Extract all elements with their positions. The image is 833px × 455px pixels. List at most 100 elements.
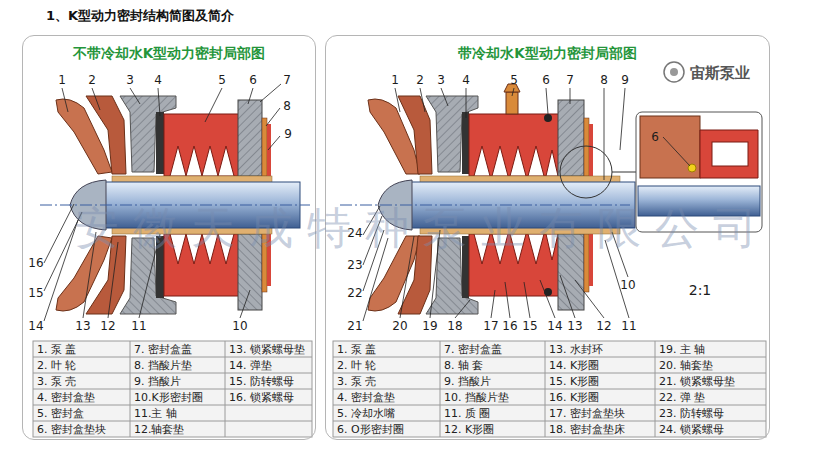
table-cell: 12. K形圈 [444, 422, 494, 437]
callout-number: 16 [502, 320, 517, 332]
callout-number: 23 [347, 259, 362, 271]
callout-number: 3 [126, 74, 134, 86]
callout-number: 10 [620, 279, 635, 291]
callout-number: 7 [566, 74, 574, 86]
table-cell: 13. 水封环 [549, 342, 603, 357]
callout-number: 12 [100, 320, 115, 332]
table-cell: 22. 弹 垫 [659, 390, 706, 405]
callout-number: 7 [283, 74, 291, 86]
right-section [612, 172, 636, 173]
table-cell: 1. 泵 盖 [37, 342, 77, 357]
leader-line [363, 88, 690, 321]
detail-inset [700, 130, 758, 178]
table-cell: 9. 挡酸片 [444, 374, 491, 389]
callout-number: 17 [483, 320, 498, 332]
callout-number: 6 [542, 74, 550, 86]
table-cell: 8. 轴 套 [444, 358, 484, 373]
table-cell: 14. K形圈 [549, 358, 599, 373]
leader-line [44, 84, 281, 321]
callout-number: 22 [347, 287, 362, 299]
callout-number: 11 [131, 320, 146, 332]
table-cell: 8. 挡酸片垫 [134, 358, 192, 373]
table-cell: 15. K形圈 [549, 374, 599, 389]
table-cell: 17. 密封盒垫块 [549, 406, 625, 421]
left-section [40, 96, 310, 314]
callout-number: 16 [28, 257, 43, 269]
left-seal-upper [56, 96, 272, 184]
callout-number: 2 [88, 74, 96, 86]
table-cell: 4. 密封盒垫 [337, 390, 395, 405]
table-cell: 11.主 轴 [134, 406, 177, 421]
callout-number: 4 [462, 74, 470, 86]
table-cell: 13. 锁紧螺母垫 [229, 342, 305, 357]
table-cell: 20. 轴套垫 [659, 358, 713, 373]
logo-icon [670, 68, 678, 76]
callout-number: 9 [621, 74, 629, 86]
callout-number: 19 [422, 320, 437, 332]
callout-number: 14 [547, 320, 562, 332]
scale-ratio: 2:1 [689, 283, 712, 297]
callout-number: 2 [416, 74, 424, 86]
callout-number: 14 [28, 320, 43, 332]
watermark: 安徽天成特种泵业有限公司 [75, 206, 771, 250]
table-cell: 5. 密封盒 [37, 406, 84, 421]
page-heading: 1、K型动力密封结构简图及简介 [46, 7, 234, 25]
table-cell: 4. 密封盒垫 [37, 390, 95, 405]
callout-number: 15 [522, 320, 537, 332]
parts-table [33, 341, 766, 437]
table-cell: 14. 弹垫 [229, 358, 272, 373]
table-cell: 16. K形圈 [549, 390, 599, 405]
table-cell: 7. 密封盒盖 [444, 342, 502, 357]
callout-number: 6 [249, 74, 257, 86]
table-cell: 7. 密封盒盖 [134, 342, 192, 357]
table-cell: 15. 防转螺母 [229, 374, 294, 389]
detail-inset [640, 116, 700, 178]
table-cell: 5. 冷却水嘴 [337, 406, 395, 421]
brand-name: 宙斯泵业 [690, 66, 750, 81]
table-cell: 12.轴套垫 [134, 422, 185, 437]
detail-inset [712, 142, 748, 166]
callout-number: 1 [391, 74, 399, 86]
table-cell: 9. 挡酸片 [134, 374, 181, 389]
parts-table [33, 341, 312, 437]
callout-number: 8 [600, 74, 608, 86]
callout-number: 21 [347, 320, 362, 332]
logo-icon [664, 62, 684, 82]
table-cell: 11. 质 圈 [444, 406, 491, 421]
table-cell: 10.K形密封圈 [134, 390, 203, 405]
leader-line [44, 84, 690, 321]
callout-number: 5 [218, 74, 226, 86]
table-cell: 19. 主 轴 [659, 342, 706, 357]
callout-number: 12 [596, 320, 611, 332]
parts-table [333, 341, 766, 437]
callout-number: 20 [392, 320, 407, 332]
callout-number: 13 [567, 320, 582, 332]
parts-table [333, 341, 766, 437]
table-cell: 23. 防转螺母 [659, 406, 724, 421]
callout-number: 8 [283, 100, 291, 112]
table-cell: 2. 叶 轮 [37, 358, 77, 373]
callout-number: 18 [447, 320, 462, 332]
callout-number: 11 [621, 320, 636, 332]
logo-icon [664, 62, 684, 82]
callout-number: 4 [154, 74, 162, 86]
table-cell: 1. 泵 盖 [337, 342, 377, 357]
callout-number: 6 [651, 131, 659, 143]
callout-number: 13 [75, 320, 90, 332]
callout-number: 1 [58, 74, 66, 86]
table-cell: 21. 锁紧螺母垫 [659, 374, 735, 389]
table-cell: 3. 泵 壳 [37, 374, 77, 389]
table-cell: 6. O形密封圈 [337, 422, 404, 437]
callout-number: 3 [437, 74, 445, 86]
parts-table [33, 341, 312, 437]
table-cell: 16. 锁紧螺母 [229, 390, 294, 405]
table-cell: 24. 锁紧螺母 [659, 422, 724, 437]
callout-number: 10 [232, 320, 247, 332]
callout-number: 15 [28, 287, 43, 299]
table-cell: 10. 挡酸片垫 [444, 390, 509, 405]
table-cell: 3. 泵 壳 [337, 374, 377, 389]
right-section [340, 84, 636, 314]
callout-number: 9 [284, 128, 292, 140]
table-cell: 2. 叶 轮 [337, 358, 377, 373]
